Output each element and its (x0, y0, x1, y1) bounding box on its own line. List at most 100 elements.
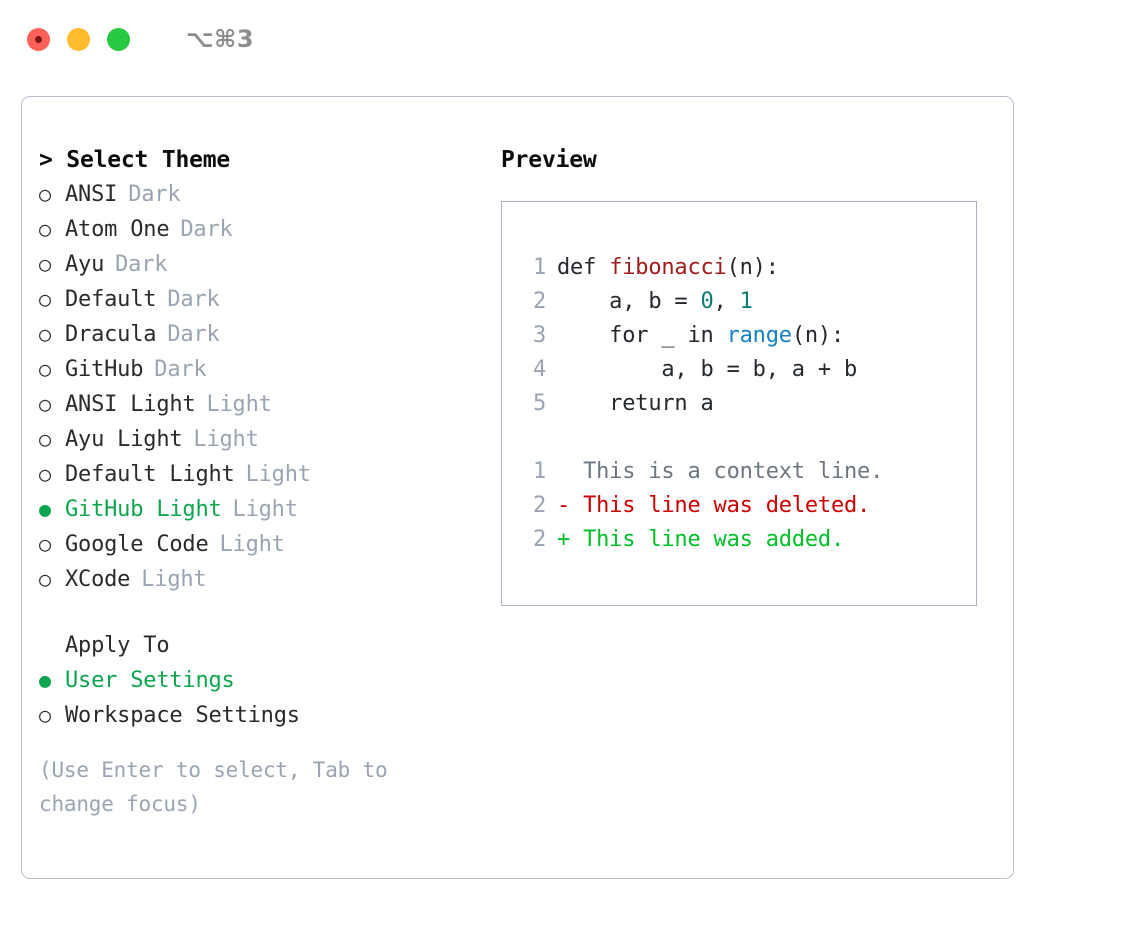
code-token-plain: return a (557, 391, 714, 416)
radio-unselected-icon: ○ (39, 217, 51, 241)
radio-unselected-icon: ○ (39, 532, 51, 556)
diff-marker: - (557, 493, 584, 518)
theme-variant-tag: Light (193, 427, 259, 452)
diff-line-text-add: + This line was added. (557, 523, 844, 557)
theme-option-ansi[interactable]: ○ ANSI Dark (39, 177, 499, 212)
apply-to-option-label: Workspace Settings (65, 703, 300, 728)
diff-marker: + (557, 527, 584, 552)
theme-option-label: Default (65, 287, 157, 312)
preview-heading: Preview (501, 147, 597, 173)
diff-line-number: 1 (532, 459, 546, 484)
theme-option-label: ANSI (65, 182, 118, 207)
select-theme-heading-text: Select Theme (66, 147, 231, 173)
theme-variant-tag: Dark (115, 252, 168, 277)
radio-unselected-icon: ○ (39, 703, 51, 727)
code-token-fn: fibonacci (609, 255, 727, 280)
minimize-window-button[interactable] (67, 27, 90, 51)
code-token-plain: (n): (791, 323, 845, 348)
theme-option-github-light[interactable]: ● GitHub Light Light (39, 492, 499, 527)
code-line-text: a, b = 0, 1 (557, 285, 753, 319)
zoom-window-button[interactable] (107, 27, 130, 51)
diff-line-number: 2 (532, 493, 546, 518)
title-bar: ⌥⌘3 (0, 0, 1140, 78)
diff-line-number: 2 (532, 527, 546, 552)
code-token-num: 0 (700, 289, 714, 314)
apply-to-option-user-settings[interactable]: ●User Settings (39, 663, 499, 698)
code-token-plain: a, b = (557, 289, 701, 314)
code-line-number: 1 (532, 255, 546, 280)
radio-unselected-icon: ○ (39, 567, 51, 591)
radio-unselected-icon: ○ (39, 357, 51, 381)
keyboard-hint-text: (Use Enter to select, Tab to change focu… (39, 758, 388, 816)
theme-option-label: GitHub Light (65, 497, 222, 522)
code-token-num: 1 (739, 289, 753, 314)
radio-unselected-icon: ○ (39, 252, 51, 276)
theme-option-label: ANSI Light (65, 392, 196, 417)
apply-to-heading: Apply To (65, 633, 170, 658)
diff-line-text-del: - This line was deleted. (557, 489, 870, 523)
code-token-plain: a, b = b, a + b (557, 357, 858, 382)
diff-text: This line was added. (583, 527, 844, 552)
diff-marker (557, 459, 583, 484)
select-theme-heading: > Select Theme (39, 143, 499, 177)
theme-option-label: Google Code (65, 532, 209, 557)
code-token-plain: (n): (726, 255, 779, 280)
code-token-plain: , (713, 289, 740, 314)
diff-spacer (522, 421, 976, 455)
prompt-caret: > (39, 147, 67, 173)
diff-line: 2 - This line was deleted. (522, 489, 976, 523)
radio-unselected-icon: ○ (39, 462, 51, 486)
radio-unselected-icon: ○ (39, 392, 51, 416)
theme-option-label: Dracula (65, 322, 157, 347)
theme-variant-tag: Dark (128, 182, 181, 207)
theme-option-atom-one[interactable]: ○ Atom One Dark (39, 212, 499, 247)
theme-option-label: Atom One (65, 217, 170, 242)
theme-option-ayu[interactable]: ○ Ayu Dark (39, 247, 499, 282)
apply-to-option-workspace-settings[interactable]: ○ Workspace Settings (39, 698, 499, 733)
theme-option-label: XCode (65, 567, 131, 592)
radio-selected-icon: ● (39, 497, 51, 521)
diff-line: 2 + This line was added. (522, 523, 976, 557)
code-line-number: 2 (532, 289, 546, 314)
keyboard-shortcut-label: ⌥⌘3 (186, 25, 255, 53)
code-line-number: 3 (532, 323, 546, 348)
theme-variant-tag: Light (232, 497, 298, 522)
code-token-call: range (726, 323, 792, 348)
theme-variant-tag: Dark (154, 357, 207, 382)
code-line: 4 a, b = b, a + b (522, 353, 976, 387)
theme-option-ayu-light[interactable]: ○ Ayu Light Light (39, 422, 499, 457)
theme-option-label: Ayu (65, 252, 105, 277)
theme-variant-tag: Light (245, 462, 311, 487)
close-window-button[interactable] (27, 27, 50, 51)
theme-variant-tag: Dark (180, 217, 233, 242)
radio-unselected-icon: ○ (39, 427, 51, 451)
theme-variant-tag: Light (219, 532, 285, 557)
diff-line: 1 This is a context line. (522, 455, 976, 489)
section-spacer (39, 597, 499, 629)
diff-text: This is a context line. (583, 459, 884, 484)
theme-option-google-code[interactable]: ○ Google Code Light (39, 527, 499, 562)
code-line-text: a, b = b, a + b (557, 353, 857, 387)
radio-unselected-icon: ○ (39, 182, 51, 206)
code-line-number: 4 (532, 357, 546, 382)
diff-sample: 1 This is a context line.2- This line wa… (522, 455, 976, 557)
apply-to-list: ●User Settings ○ Workspace Settings (39, 663, 499, 733)
code-line: 5 return a (522, 387, 976, 421)
code-line-text: for _ in range(n): (557, 319, 844, 353)
code-line: 2 a, b = 0, 1 (522, 285, 976, 319)
hint-spacer (39, 733, 499, 753)
theme-option-label: Ayu Light (65, 427, 183, 452)
apply-to-option-label: User Settings (65, 668, 235, 693)
